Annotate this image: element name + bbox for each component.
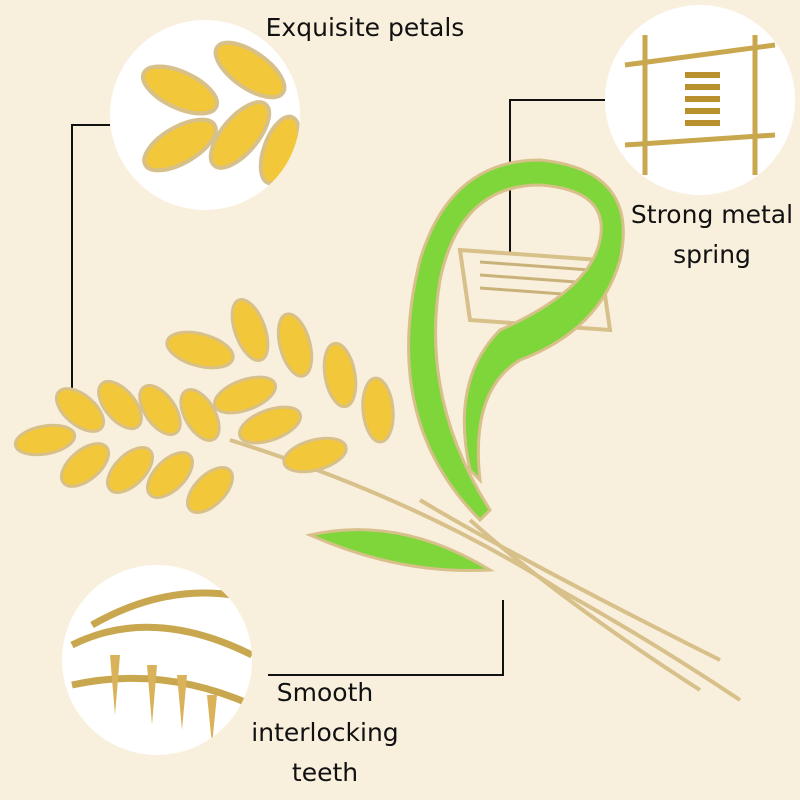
leader-lines: [71, 99, 608, 676]
green-leaf: [305, 528, 495, 573]
hair-claw-clip: [13, 158, 742, 702]
spring-label: Strong metal spring: [612, 195, 800, 275]
spring-detail-circle: [605, 5, 795, 195]
spring-label-line2: spring: [673, 240, 751, 269]
teeth-label: Smooth interlocking teeth: [230, 673, 420, 793]
teeth-label-line3: teeth: [291, 758, 359, 787]
teeth-detail-image: [70, 589, 252, 745]
teeth-detail-circle: [62, 565, 252, 755]
teeth-label-line1: Smooth: [276, 678, 374, 707]
spring-label-line1: Strong metal: [630, 200, 794, 229]
teeth-label-line2: interlocking: [251, 718, 399, 747]
petals-label: Exquisite petals: [265, 13, 465, 42]
spring-detail-image: [624, 35, 776, 175]
petals-detail-image: [140, 40, 300, 186]
green-ribbon: [407, 158, 625, 523]
petals-detail-circle: [110, 20, 300, 210]
